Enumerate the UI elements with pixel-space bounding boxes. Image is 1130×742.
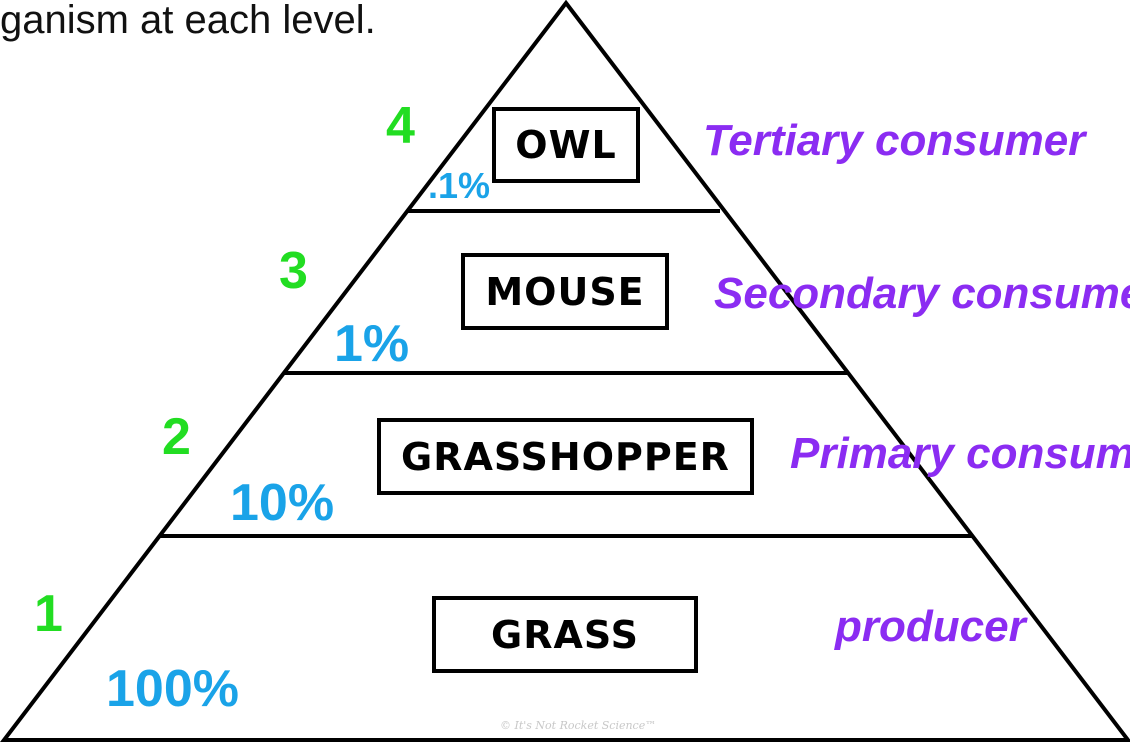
role-label-level-4: Tertiary consumer — [703, 116, 1086, 165]
level-number-3: 3 — [279, 242, 308, 300]
energy-percent-level-2: 10% — [230, 474, 335, 532]
energy-percent-level-1: 100% — [106, 660, 239, 718]
organism-box-mouse: MOUSE — [461, 253, 669, 330]
role-label-level-2: Primary consumer — [790, 429, 1130, 478]
role-label-level-1: producer — [835, 602, 1026, 651]
level-number-4: 4 — [386, 97, 415, 155]
copyright-watermark: © It's Not Rocket Science™ — [500, 719, 657, 732]
organism-box-owl: OWL — [492, 107, 640, 183]
level-number-2: 2 — [162, 408, 191, 466]
organism-box-grasshopper: GRASSHOPPER — [377, 418, 754, 495]
intro-text: ganism at each level. — [0, 0, 376, 42]
organism-box-grass: GRASS — [432, 596, 698, 673]
level-number-1: 1 — [34, 585, 63, 643]
energy-percent-level-4: .1% — [428, 165, 491, 206]
role-label-level-3: Secondary consumer — [714, 269, 1130, 318]
energy-percent-level-3: 1% — [334, 315, 410, 373]
